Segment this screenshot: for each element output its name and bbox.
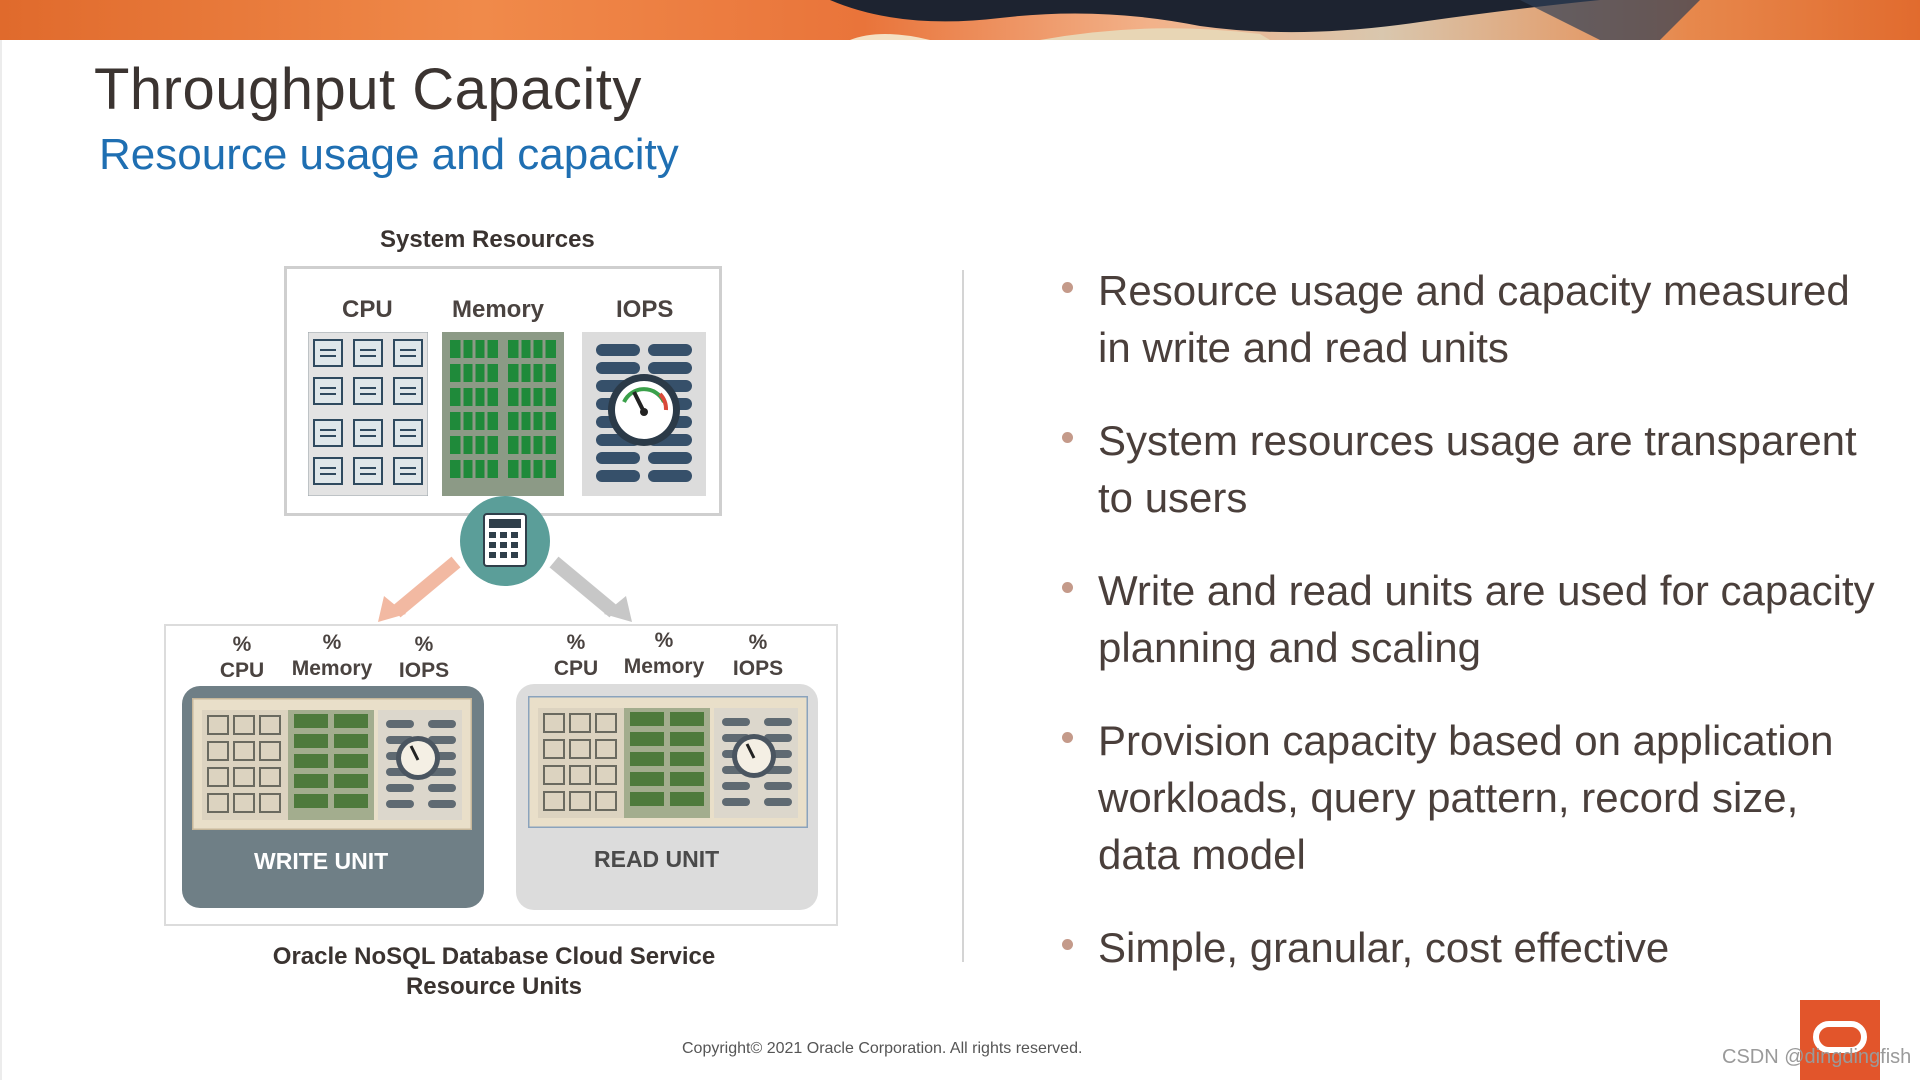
percent-name: IOPS	[728, 656, 788, 682]
memory-column-label: Memory	[452, 296, 544, 324]
watermark-text: CSDN @dingdingfish	[1722, 1046, 1911, 1069]
percent-symbol: %	[214, 632, 270, 658]
calculator-icon	[460, 496, 550, 586]
bullet-dot-icon	[1062, 732, 1073, 743]
read-unit-resources-icon	[528, 696, 808, 828]
slide-subtitle: Resource usage and capacity	[99, 130, 679, 180]
iops-gauge-icon	[582, 332, 706, 496]
percent-symbol: %	[616, 628, 712, 654]
write-iops-percent: % IOPS	[394, 632, 454, 684]
header-banner	[0, 0, 1920, 40]
bullet-dot-icon	[1062, 939, 1073, 950]
percent-symbol: %	[548, 630, 604, 656]
system-resources-label: System Resources	[380, 226, 595, 254]
percent-name: CPU	[214, 658, 270, 684]
caption-line-2: Resource Units	[230, 972, 758, 1002]
bullet-text: System resources usage are transparent t…	[1098, 417, 1857, 521]
read-iops-percent: % IOPS	[728, 630, 788, 682]
bullet-dot-icon	[1062, 582, 1073, 593]
slide-title: Throughput Capacity	[94, 56, 642, 123]
bullet-item: Resource usage and capacity measured in …	[1062, 262, 1882, 376]
bullet-text: Provision capacity based on application …	[1098, 717, 1833, 878]
read-unit-label: READ UNIT	[594, 846, 719, 873]
caption-line-1: Oracle NoSQL Database Cloud Service	[230, 942, 758, 972]
diagram-caption: Oracle NoSQL Database Cloud Service Reso…	[230, 942, 758, 1002]
bullet-item: System resources usage are transparent t…	[1062, 412, 1882, 526]
cpu-column-label: CPU	[342, 296, 393, 324]
percent-name: CPU	[548, 656, 604, 682]
write-unit-resources-icon	[192, 698, 472, 830]
write-unit-label: WRITE UNIT	[254, 848, 388, 875]
bullet-text: Write and read units are used for capaci…	[1098, 567, 1875, 671]
iops-column-label: IOPS	[616, 296, 673, 324]
percent-name: Memory	[616, 654, 712, 680]
percent-symbol: %	[394, 632, 454, 658]
bullet-text: Simple, granular, cost effective	[1098, 924, 1669, 971]
write-cpu-percent: % CPU	[214, 632, 270, 684]
percent-name: Memory	[284, 656, 380, 682]
memory-modules-icon	[442, 332, 564, 496]
slide-edge	[0, 40, 2, 1080]
percent-symbol: %	[284, 630, 380, 656]
bullet-item: Provision capacity based on application …	[1062, 712, 1882, 883]
bullet-text: Resource usage and capacity measured in …	[1098, 267, 1850, 371]
write-memory-percent: % Memory	[284, 630, 380, 682]
bullet-dot-icon	[1062, 432, 1073, 443]
bullet-item: Simple, granular, cost effective	[1062, 919, 1882, 976]
banner-art	[0, 0, 1920, 40]
bullet-list: Resource usage and capacity measured in …	[1062, 262, 1882, 1012]
read-cpu-percent: % CPU	[548, 630, 604, 682]
percent-symbol: %	[728, 630, 788, 656]
percent-name: IOPS	[394, 658, 454, 684]
bullet-dot-icon	[1062, 282, 1073, 293]
copyright-text: Copyright© 2021 Oracle Corporation. All …	[682, 1040, 1082, 1058]
vertical-divider	[962, 270, 964, 962]
cpu-chips-icon	[308, 332, 428, 496]
read-memory-percent: % Memory	[616, 628, 712, 680]
bullet-item: Write and read units are used for capaci…	[1062, 562, 1882, 676]
